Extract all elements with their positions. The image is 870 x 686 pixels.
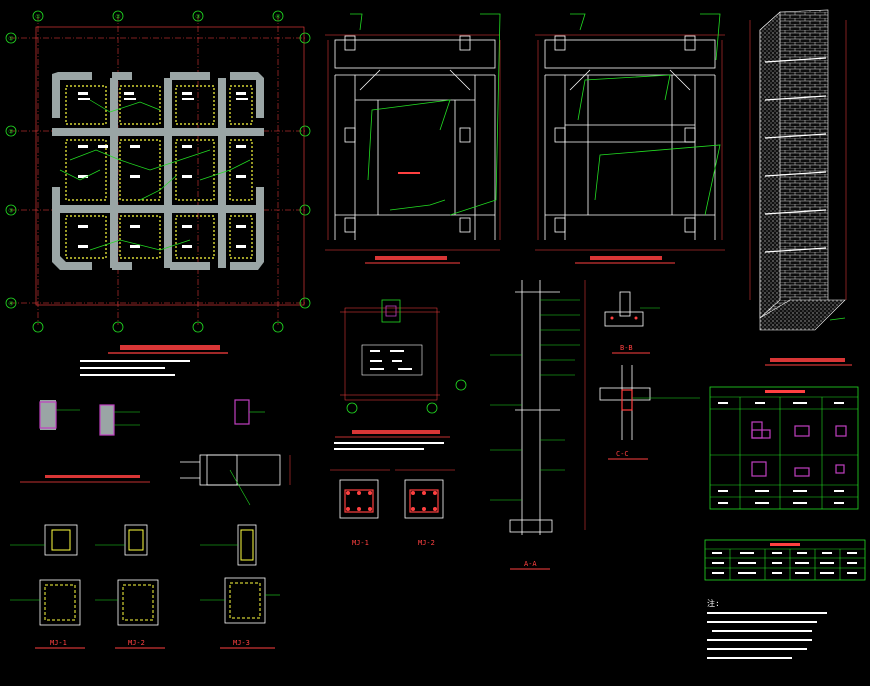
elevation-title-1 [375, 256, 447, 260]
plan-walls [52, 72, 264, 270]
axis-marker-row-3: ③ [5, 204, 17, 216]
column-plan-title [352, 430, 440, 434]
section-a-a-label: A-A [524, 560, 537, 568]
svg-text:④: ④ [275, 14, 280, 21]
notes-line [707, 621, 817, 623]
general-notes: 注: [707, 598, 827, 659]
axis-marker-row-4: ④ [5, 297, 17, 309]
section-c-c: C-C [599, 365, 700, 460]
material-schedule-table [704, 539, 866, 581]
svg-text:②: ② [115, 14, 120, 21]
mj-detail-1: MJ-1 [339, 479, 379, 547]
bottom-section-1: MJ-1 [35, 524, 85, 649]
notes-heading: 注: [707, 598, 720, 608]
plan-title [120, 345, 220, 350]
svg-text:①: ① [8, 36, 13, 43]
axis-marker-col-3: ③ [192, 10, 204, 22]
connection-detail-title [45, 475, 140, 478]
bottom-section-3: MJ-3 [220, 524, 275, 649]
mj-detail-2-label: MJ-2 [418, 539, 435, 547]
section-b-b: B-B [604, 291, 660, 354]
svg-text:④: ④ [8, 301, 13, 308]
brick-wall-isometric [749, 9, 852, 366]
section-c-c-label: C-C [616, 450, 629, 458]
mj-detail-1-label: MJ-1 [352, 539, 369, 547]
bottom-section-1-label: MJ-1 [50, 639, 67, 647]
column-plan-detail [334, 299, 467, 450]
elevation-title-2 [590, 256, 662, 260]
section-b-b-label: B-B [620, 344, 633, 352]
elevation-frame-2 [535, 13, 725, 264]
axis-marker-col-1: ① [32, 10, 44, 22]
mj-column-details: MJ-1 MJ-2 [330, 469, 455, 547]
notes-line [707, 657, 792, 659]
bottom-section-2: MJ-2 [115, 524, 165, 649]
elevation-frame-1 [325, 13, 501, 264]
axis-marker-col-4: ④ [272, 10, 284, 22]
svg-text:①: ① [35, 14, 40, 21]
plan-callouts [59, 99, 251, 251]
notes-line [712, 630, 812, 632]
notes-line [707, 612, 827, 614]
svg-text:②: ② [8, 129, 13, 136]
bottom-section-2-label: MJ-2 [128, 639, 145, 647]
mj-detail-2: MJ-2 [404, 479, 444, 547]
column-plan-note-line [334, 442, 444, 444]
plan-axis-markers: ① ② ③ ④ ① ② ③ ④ [5, 10, 311, 333]
axis-marker-row-1: ① [5, 32, 17, 44]
axis-marker-col-2: ② [112, 10, 124, 22]
section-a-a: A-A [490, 280, 586, 570]
notes-line [707, 648, 807, 650]
foundation-plan: ① ② ③ ④ ① ② ③ ④ [5, 10, 311, 376]
plan-annotations [78, 92, 248, 248]
svg-text:③: ③ [195, 14, 200, 21]
plan-note-line [80, 360, 190, 362]
connection-details [20, 399, 291, 506]
notes-line [707, 639, 812, 641]
column-plan-note-line [334, 448, 424, 450]
plan-rebar [65, 85, 253, 259]
brick-wall-title [770, 358, 845, 362]
axis-marker-row-2: ② [5, 125, 17, 137]
column-schedule-table [709, 386, 859, 510]
bottom-section-3-label: MJ-3 [233, 639, 250, 647]
bottom-section-details: MJ-1 MJ-2 MJ-3 [10, 524, 280, 649]
plan-note-line [80, 367, 165, 369]
plan-note-line [80, 374, 175, 376]
plan-dimension-frame [35, 26, 305, 306]
svg-text:③: ③ [8, 208, 13, 215]
